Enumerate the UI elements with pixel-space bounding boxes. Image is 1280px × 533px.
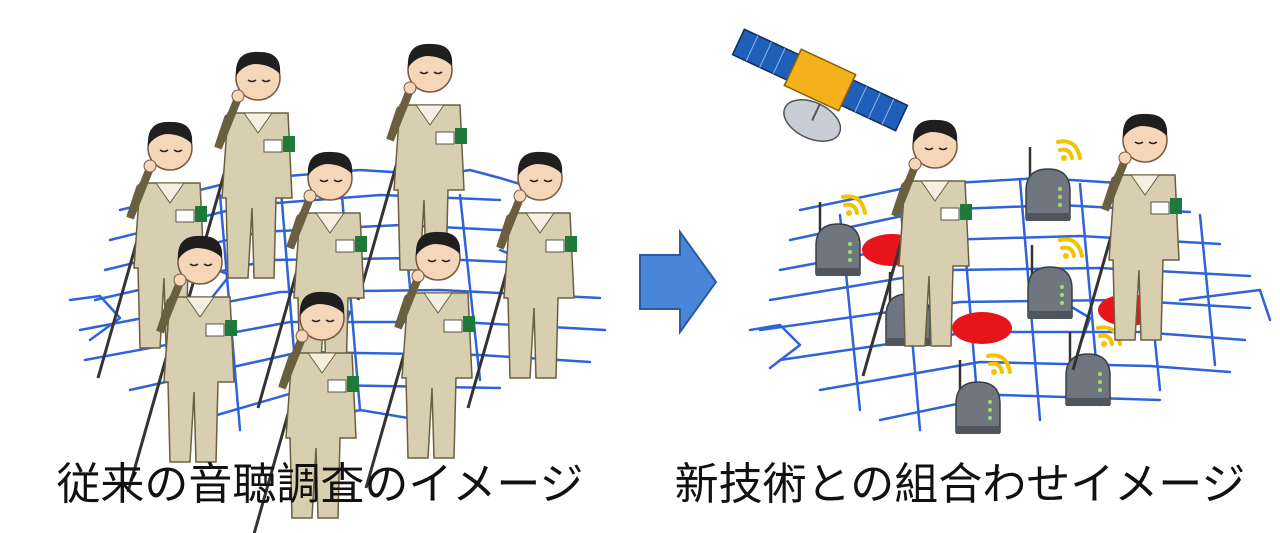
sensor-device-icon — [814, 200, 862, 278]
wifi-signal-icon — [986, 353, 1012, 377]
arrow-right-icon — [639, 228, 718, 336]
caption-new-technology: 新技術との組合わせイメージ — [674, 459, 1246, 510]
workers-right — [863, 114, 1182, 376]
pipe-network-right — [748, 176, 1272, 434]
wifi-signal-icon — [1058, 237, 1084, 261]
leak-marker — [952, 312, 1012, 344]
satellite-icon — [731, 28, 909, 142]
caption-conventional-survey: 従来の音聴調査のイメージ — [56, 459, 584, 510]
worker-listening-icon — [468, 152, 577, 408]
wifi-signal-icon — [1056, 139, 1082, 163]
